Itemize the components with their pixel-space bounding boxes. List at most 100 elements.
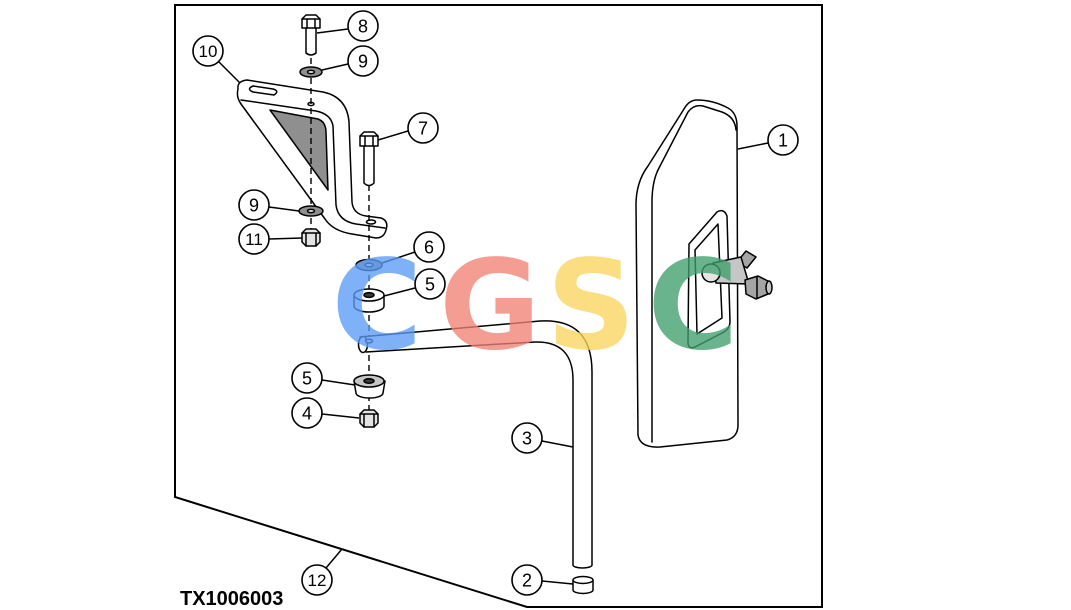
leader-line xyxy=(325,548,343,569)
callout-circle xyxy=(291,362,323,394)
callout-number: 11 xyxy=(245,230,263,249)
callout-circle xyxy=(347,10,379,42)
tube-end-cap xyxy=(572,575,594,595)
nut-body xyxy=(359,409,379,428)
nut-body xyxy=(301,228,321,247)
callout-9-lower: 9 xyxy=(238,189,300,221)
mounting-plate-inner xyxy=(694,223,723,335)
callout-circle xyxy=(414,268,446,300)
washer-upper xyxy=(299,66,323,78)
spacer-upper xyxy=(353,288,385,313)
bracket-foot-hole xyxy=(365,219,377,225)
stud-end xyxy=(765,280,773,295)
watermark: C G S C xyxy=(331,234,738,378)
washer-tube xyxy=(355,258,383,272)
callout-3: 3 xyxy=(511,422,574,454)
watermark-letter: G xyxy=(439,234,541,378)
callout-9-upper: 9 xyxy=(321,45,379,77)
leader-line xyxy=(321,63,349,71)
bolt-shank xyxy=(363,144,375,187)
callout-circle xyxy=(767,124,799,156)
callout-number: 9 xyxy=(358,52,368,72)
leader-line xyxy=(381,251,416,264)
callout-5-upper: 5 xyxy=(383,268,446,300)
callout-circle xyxy=(511,422,543,454)
callout-circle xyxy=(413,231,445,263)
callout-circle xyxy=(301,564,333,596)
callout-number: 4 xyxy=(302,404,312,424)
callout-circle xyxy=(347,45,379,77)
spacer-hole xyxy=(363,291,375,299)
bracket-gusset xyxy=(269,109,329,191)
leader-line xyxy=(268,237,303,240)
callout-2: 2 xyxy=(511,564,574,596)
leader-line xyxy=(377,130,409,141)
callout-12: 12 xyxy=(301,548,343,596)
watermark-letter: S xyxy=(546,234,635,378)
callout-number: 8 xyxy=(358,17,368,37)
callout-number: 2 xyxy=(522,571,532,591)
callout-10: 10 xyxy=(192,35,241,84)
callout-number: 12 xyxy=(308,571,327,590)
washer-hole xyxy=(364,262,374,268)
callout-number: 5 xyxy=(302,369,312,389)
leader-line xyxy=(268,206,300,212)
mirror-housing xyxy=(635,99,739,448)
washer-hole xyxy=(306,69,316,75)
callout-number: 5 xyxy=(425,275,435,295)
leader-line xyxy=(316,28,349,34)
callout-number: 6 xyxy=(424,238,434,258)
callout-number: 7 xyxy=(418,119,428,139)
callout-number: 9 xyxy=(249,196,259,216)
bracket-edge-line xyxy=(240,99,386,229)
leader-line xyxy=(541,440,574,448)
mirror-bracket xyxy=(236,79,388,239)
bolt-upper xyxy=(301,14,321,56)
bolt-shank xyxy=(305,26,317,56)
callout-circle xyxy=(238,189,270,221)
bracket-slot xyxy=(248,85,278,96)
callout-4: 4 xyxy=(291,397,360,429)
mirror-rim-edge xyxy=(651,104,737,443)
callout-7: 7 xyxy=(377,112,439,144)
bolt-head-facets xyxy=(359,135,379,147)
callout-1: 1 xyxy=(737,124,799,156)
washer-lower xyxy=(298,205,324,217)
figure-id: TX1006003 xyxy=(180,588,283,610)
callout-11: 11 xyxy=(238,223,303,255)
callout-number: 10 xyxy=(199,42,218,61)
callout-circle xyxy=(192,35,224,67)
mounting-ball xyxy=(701,263,721,283)
leader-line xyxy=(737,142,769,150)
nut-tube xyxy=(359,409,379,428)
callout-circle xyxy=(407,112,439,144)
spacer-hole xyxy=(363,378,375,384)
watermark-letter: C xyxy=(331,234,422,378)
mirror-arm-tube xyxy=(357,320,593,569)
callout-circle xyxy=(291,397,323,429)
nut-bracket xyxy=(301,228,321,247)
bolt-head-facets xyxy=(301,18,321,29)
tube-mount-hole xyxy=(364,338,374,344)
callout-number: 3 xyxy=(522,429,532,449)
callout-8: 8 xyxy=(316,10,379,42)
callout-5-lower: 5 xyxy=(291,362,356,394)
callout-6: 6 xyxy=(381,231,445,264)
callout-circle xyxy=(511,564,543,596)
spacer-lower xyxy=(353,374,386,399)
bolt-head xyxy=(301,14,321,29)
callout-circle xyxy=(238,223,270,255)
nut-facets xyxy=(301,232,321,247)
bolt-lower xyxy=(359,131,379,187)
mirror-assembly xyxy=(635,99,773,448)
nut-facets xyxy=(359,413,379,428)
diagram-frame xyxy=(174,4,823,608)
cap-top xyxy=(572,575,594,585)
leader-line xyxy=(383,287,416,297)
leader-line xyxy=(321,413,360,419)
leader-line xyxy=(218,61,241,84)
tube-body xyxy=(359,320,593,569)
leader-line xyxy=(541,580,574,585)
watermark-letter: C xyxy=(647,234,738,378)
